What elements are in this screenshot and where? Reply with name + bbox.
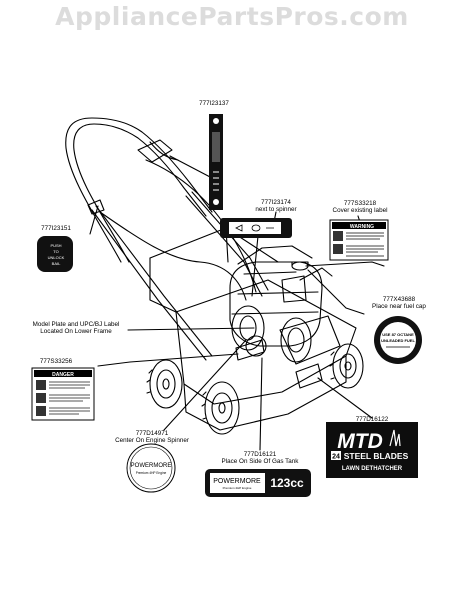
decal-777X43688: USE 87 OCTANE UNLEADED FUEL bbox=[374, 316, 422, 364]
watermark: AppliancePartsPros.com bbox=[55, 2, 409, 31]
svg-text:123cc: 123cc bbox=[270, 476, 304, 490]
callout-part: 777I23151 bbox=[41, 225, 71, 232]
engine-outline bbox=[229, 261, 323, 347]
handle-outline bbox=[65, 117, 213, 263]
callout-desc: Center On Engine Spinner bbox=[115, 437, 189, 445]
svg-text:24: 24 bbox=[332, 454, 340, 461]
svg-text:UNLEADED FUEL: UNLEADED FUEL bbox=[381, 338, 415, 343]
svg-text:BAIL: BAIL bbox=[52, 261, 61, 266]
front-wheel-right bbox=[332, 343, 364, 389]
callout-desc: next to spinner bbox=[255, 206, 297, 214]
callout-part: 777X43688 bbox=[382, 296, 416, 303]
rear-wheel-left bbox=[149, 359, 183, 409]
callout-777X43688: 777X43688 Place near fuel cap bbox=[354, 296, 444, 311]
callout-desc: Place near fuel cap bbox=[372, 303, 426, 311]
decal-777D14971: POWERMORE Premium 4HP Engine bbox=[126, 443, 176, 493]
front-wheel-left bbox=[280, 317, 312, 363]
decal-777I23174 bbox=[220, 218, 292, 238]
callout-part: 777I23137 bbox=[199, 100, 229, 107]
leader-777I23137 bbox=[169, 155, 213, 179]
leader-777D16121 bbox=[259, 357, 263, 451]
leader-777X43688 bbox=[307, 269, 365, 315]
leader-777D16122 bbox=[317, 377, 373, 419]
callout-777I23174: 777I23174 next to spinner bbox=[236, 199, 316, 214]
callout-desc: Place On Side Of Gas Tank bbox=[221, 458, 299, 466]
svg-text:TO: TO bbox=[53, 249, 58, 254]
callout-777I23137: 777I23137 bbox=[192, 100, 236, 107]
svg-text:UNLOCK: UNLOCK bbox=[48, 255, 65, 260]
callout-part: 777D16121 bbox=[243, 451, 277, 458]
decal-777D16121: POWERMORE Premium 4HP Engine 123cc bbox=[205, 469, 311, 497]
svg-text:MTD: MTD bbox=[337, 430, 383, 453]
leader-777D14971 bbox=[163, 339, 247, 431]
svg-text:STEEL BLADES: STEEL BLADES bbox=[344, 451, 409, 461]
callout-777D16122: 777D16122 bbox=[350, 416, 394, 423]
rear-wheel-right bbox=[204, 381, 240, 435]
leader-777I23151 bbox=[89, 205, 99, 235]
decal-777I23137 bbox=[209, 114, 223, 210]
callout-777S33218: 777S33218 Cover existing label bbox=[312, 200, 408, 215]
callout-777I23151: 777I23151 bbox=[36, 225, 76, 232]
callout-777D16121: 777D16121 Place On Side Of Gas Tank bbox=[210, 451, 310, 466]
svg-text:USE 87 OCTANE: USE 87 OCTANE bbox=[382, 332, 414, 337]
callout-part: 777S33256 bbox=[39, 358, 73, 365]
svg-text:POWERMORE: POWERMORE bbox=[131, 463, 172, 469]
callout-desc: Model Plate and UPC/BJ Label bbox=[32, 321, 120, 328]
callout-model-plate: Model Plate and UPC/BJ Label Located On … bbox=[22, 321, 130, 336]
svg-text:LAWN DETHATCHER: LAWN DETHATCHER bbox=[342, 466, 403, 472]
leader-777S33256 bbox=[97, 353, 239, 367]
decal-777S33218: WARNING bbox=[329, 219, 389, 261]
callout-desc: Cover existing label bbox=[332, 207, 388, 215]
deck-outline bbox=[175, 279, 357, 405]
svg-text:DANGER: DANGER bbox=[52, 372, 74, 378]
decal-777I23151: PUSH TO UNLOCK BAIL bbox=[37, 236, 73, 272]
callout-part: 777D14971 bbox=[135, 430, 169, 437]
svg-text:WARNING: WARNING bbox=[350, 224, 374, 230]
decal-777D16122: MTD 24 STEEL BLADES LAWN DETHATCHER bbox=[326, 422, 418, 478]
leader-model-plate bbox=[127, 327, 255, 331]
callout-part: 777D16122 bbox=[355, 416, 389, 423]
svg-text:POWERMORE: POWERMORE bbox=[213, 478, 261, 485]
callout-desc: Located On Lower Frame bbox=[40, 328, 112, 336]
svg-text:PUSH: PUSH bbox=[50, 243, 61, 248]
decal-777S33256: DANGER bbox=[31, 367, 95, 421]
callout-part: 777I23174 bbox=[261, 199, 291, 206]
callout-part: 777S33218 bbox=[343, 200, 377, 207]
callout-777S33256: 777S33256 bbox=[34, 358, 78, 365]
svg-text:Premium 4HP Engine: Premium 4HP Engine bbox=[136, 471, 167, 475]
svg-text:Premium 4HP Engine: Premium 4HP Engine bbox=[223, 486, 252, 490]
callout-777D14971: 777D14971 Center On Engine Spinner bbox=[104, 430, 200, 445]
